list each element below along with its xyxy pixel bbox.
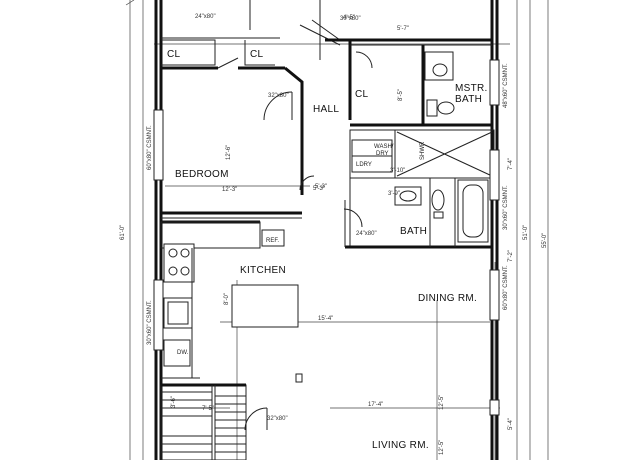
dim-bedroom-w: 12'-3"	[222, 187, 237, 193]
dim-right-mid: 7'-2"	[508, 250, 514, 262]
dim-mstr-h: 8'-5"	[398, 89, 404, 101]
dim-bath-h: 3'-10"	[390, 168, 405, 174]
dim-overall-left: 61'-0"	[120, 225, 126, 240]
label-ref: REF.	[266, 238, 279, 244]
note-door-hall: 30"x80"	[340, 16, 361, 22]
dim-island: 8'-0"	[224, 293, 230, 305]
dim-bedroom-h: 12'-6"	[226, 145, 232, 160]
label-wash-dry-1: WASH/	[374, 144, 394, 150]
label-living: LIVING RM.	[372, 440, 429, 451]
stairs	[160, 383, 247, 460]
note-cmnt-bedroom: 60"x80" CSMNT.	[147, 125, 153, 170]
label-dining: DINING RM.	[418, 293, 477, 304]
note-cmnt-kitchen: 30"x60" CSMNT.	[147, 300, 153, 345]
label-mstr-bath-1: MSTR.	[455, 83, 488, 94]
dim-mstr-w: 5'-7"	[397, 26, 409, 32]
dim-right-low: 5'-4"	[508, 418, 514, 430]
note-door-stair: 32"x80"	[267, 416, 288, 422]
label-mstr-bath-2: BATH	[455, 94, 482, 105]
label-kitchen: KITCHEN	[240, 265, 286, 276]
label-bath: BATH	[400, 226, 427, 237]
note-cmnt-dining: 60"x80" CSMNT.	[503, 265, 509, 310]
windows	[153, 59, 500, 416]
dim-hall-w: 5'-3"	[315, 184, 327, 190]
label-ldry: LDRY	[356, 162, 372, 168]
note-door-bath: 24"x80"	[356, 231, 377, 237]
dim-hall-run2: 3'-9"	[388, 191, 400, 197]
dim-cl-w: 4'-5"	[343, 15, 355, 21]
dim-living-w: 17'-4"	[368, 402, 383, 408]
dim-hall-run: 5'-3"	[313, 186, 325, 192]
dim-stair-h: 3'-6"	[171, 396, 177, 408]
dim-overall-right-outer: 55'-0"	[542, 233, 548, 248]
dim-kitchen-run: 15'-4"	[318, 316, 333, 322]
door-swings	[244, 51, 373, 431]
kitchen	[160, 220, 303, 383]
label-shwr: SHWR	[420, 141, 426, 160]
dim-dining-h: 12'-5"	[439, 395, 445, 410]
dim-living-h: 12'-5"	[439, 440, 445, 455]
note-cmnt-right: 30"x60" CSMNT.	[503, 185, 509, 230]
label-cl-3: CL	[355, 89, 369, 100]
label-cl-1: CL	[167, 49, 181, 60]
label-wash-dry-2: DRY	[376, 151, 389, 157]
dim-overall-right: 51'-0"	[523, 225, 529, 240]
note-door-cl: 24"x80"	[195, 14, 216, 20]
note-door-bed: 32"x80"	[268, 93, 289, 99]
dim-right-top: 7'-4"	[508, 158, 514, 170]
label-bedroom: BEDROOM	[175, 169, 229, 180]
label-cl-2: CL	[250, 49, 264, 60]
bedroom-walls	[161, 0, 341, 219]
bath-block-walls	[325, 38, 495, 249]
note-cmnt-mstr: 48"x60" CSMNT.	[503, 63, 509, 108]
label-dw: DW.	[177, 350, 189, 356]
dim-stair-w: 7'-5"	[202, 406, 214, 412]
label-hall: HALL	[313, 104, 339, 115]
fixtures	[261, 51, 493, 247]
